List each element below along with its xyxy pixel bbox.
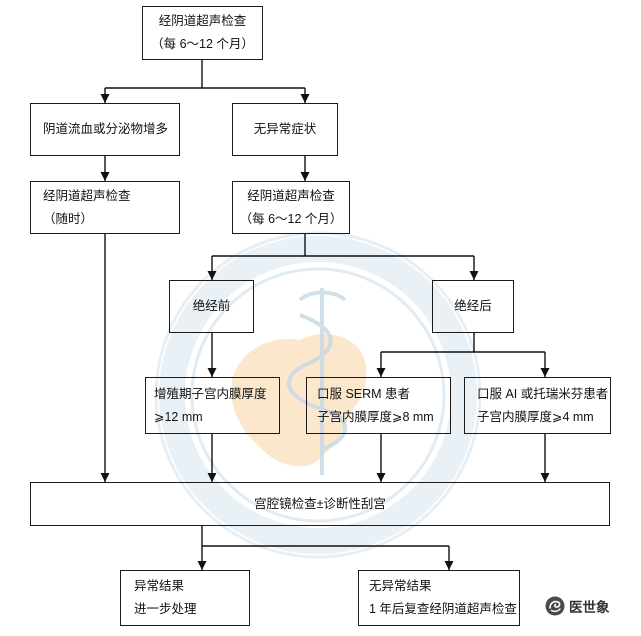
node-vaginal-bleeding: 阴道流血或分泌物增多 xyxy=(30,103,180,156)
seal-caduceus xyxy=(287,288,347,475)
node-text-line: 口服 AI 或托瑞米芬患者 xyxy=(477,386,609,401)
seal-inner-ring xyxy=(190,267,446,523)
node-text-line: 进一步处理 xyxy=(134,602,197,616)
node-serm-patients: 口服 SERM 患者 子宫内膜厚度⩾8 mm xyxy=(306,377,451,434)
node-text-line: 无异常结果 xyxy=(369,579,432,593)
node-normal-result: 无异常结果 1 年后复查经阴道超声检查 xyxy=(358,570,520,626)
node-ai-toremifene-patients: 口服 AI 或托瑞米芬患者 子宫内膜厚度⩾4 mm xyxy=(464,377,611,434)
node-no-symptom: 无异常症状 xyxy=(232,103,338,156)
node-text-line: 无异常症状 xyxy=(253,122,317,136)
node-abnormal-result: 异常结果 进一步处理 xyxy=(120,570,250,626)
node-text-line: 1 年后复查经阴道超声检查 xyxy=(369,602,517,616)
logo-text: 医世象 xyxy=(569,600,610,615)
node-text-line: 绝经后 xyxy=(454,299,492,313)
node-text-line: （随时） xyxy=(43,211,94,226)
node-initial-ultrasound: 经阴道超声检查 （每 6～12 个月） xyxy=(142,6,263,60)
node-text-line: 异常结果 xyxy=(134,579,185,593)
node-text-line: （每 6～12 个月） xyxy=(151,37,254,51)
node-text-line: 经阴道超声检查 xyxy=(158,14,247,28)
node-text-line: （每 6～12 个月） xyxy=(239,211,343,226)
node-hysteroscopy: 宫腔镜检查±诊断性刮宫 xyxy=(30,482,610,526)
node-ultrasound-periodic: 经阴道超声检查 （每 6～12 个月） xyxy=(232,181,350,234)
node-postmenopause: 绝经后 xyxy=(432,280,514,333)
node-text-line: ⩾12 mm xyxy=(154,409,203,424)
node-proliferative-endometrium: 增殖期子宫内膜厚度 ⩾12 mm xyxy=(145,377,280,434)
logo-swirl-icon xyxy=(545,596,565,616)
node-text-line: 口服 SERM 患者 xyxy=(317,386,411,401)
node-text-line: 增殖期子宫内膜厚度 xyxy=(154,386,267,401)
node-text-line: 子宫内膜厚度⩾8 mm xyxy=(317,409,434,424)
node-text-line: 绝经前 xyxy=(192,299,231,313)
node-text-line: 经阴道超声检查 xyxy=(43,188,131,203)
node-premenopause: 绝经前 xyxy=(169,280,254,333)
source-logo: 医世象 xyxy=(545,595,610,617)
node-text-line: 阴道流血或分泌物增多 xyxy=(43,122,169,136)
node-text-line: 宫腔镜检查±诊断性刮宫 xyxy=(254,496,386,511)
node-text-line: 子宫内膜厚度⩾4 mm xyxy=(477,409,594,424)
node-text-line: 经阴道超声检查 xyxy=(247,188,335,203)
node-ultrasound-anytime: 经阴道超声检查 （随时） xyxy=(30,181,180,234)
